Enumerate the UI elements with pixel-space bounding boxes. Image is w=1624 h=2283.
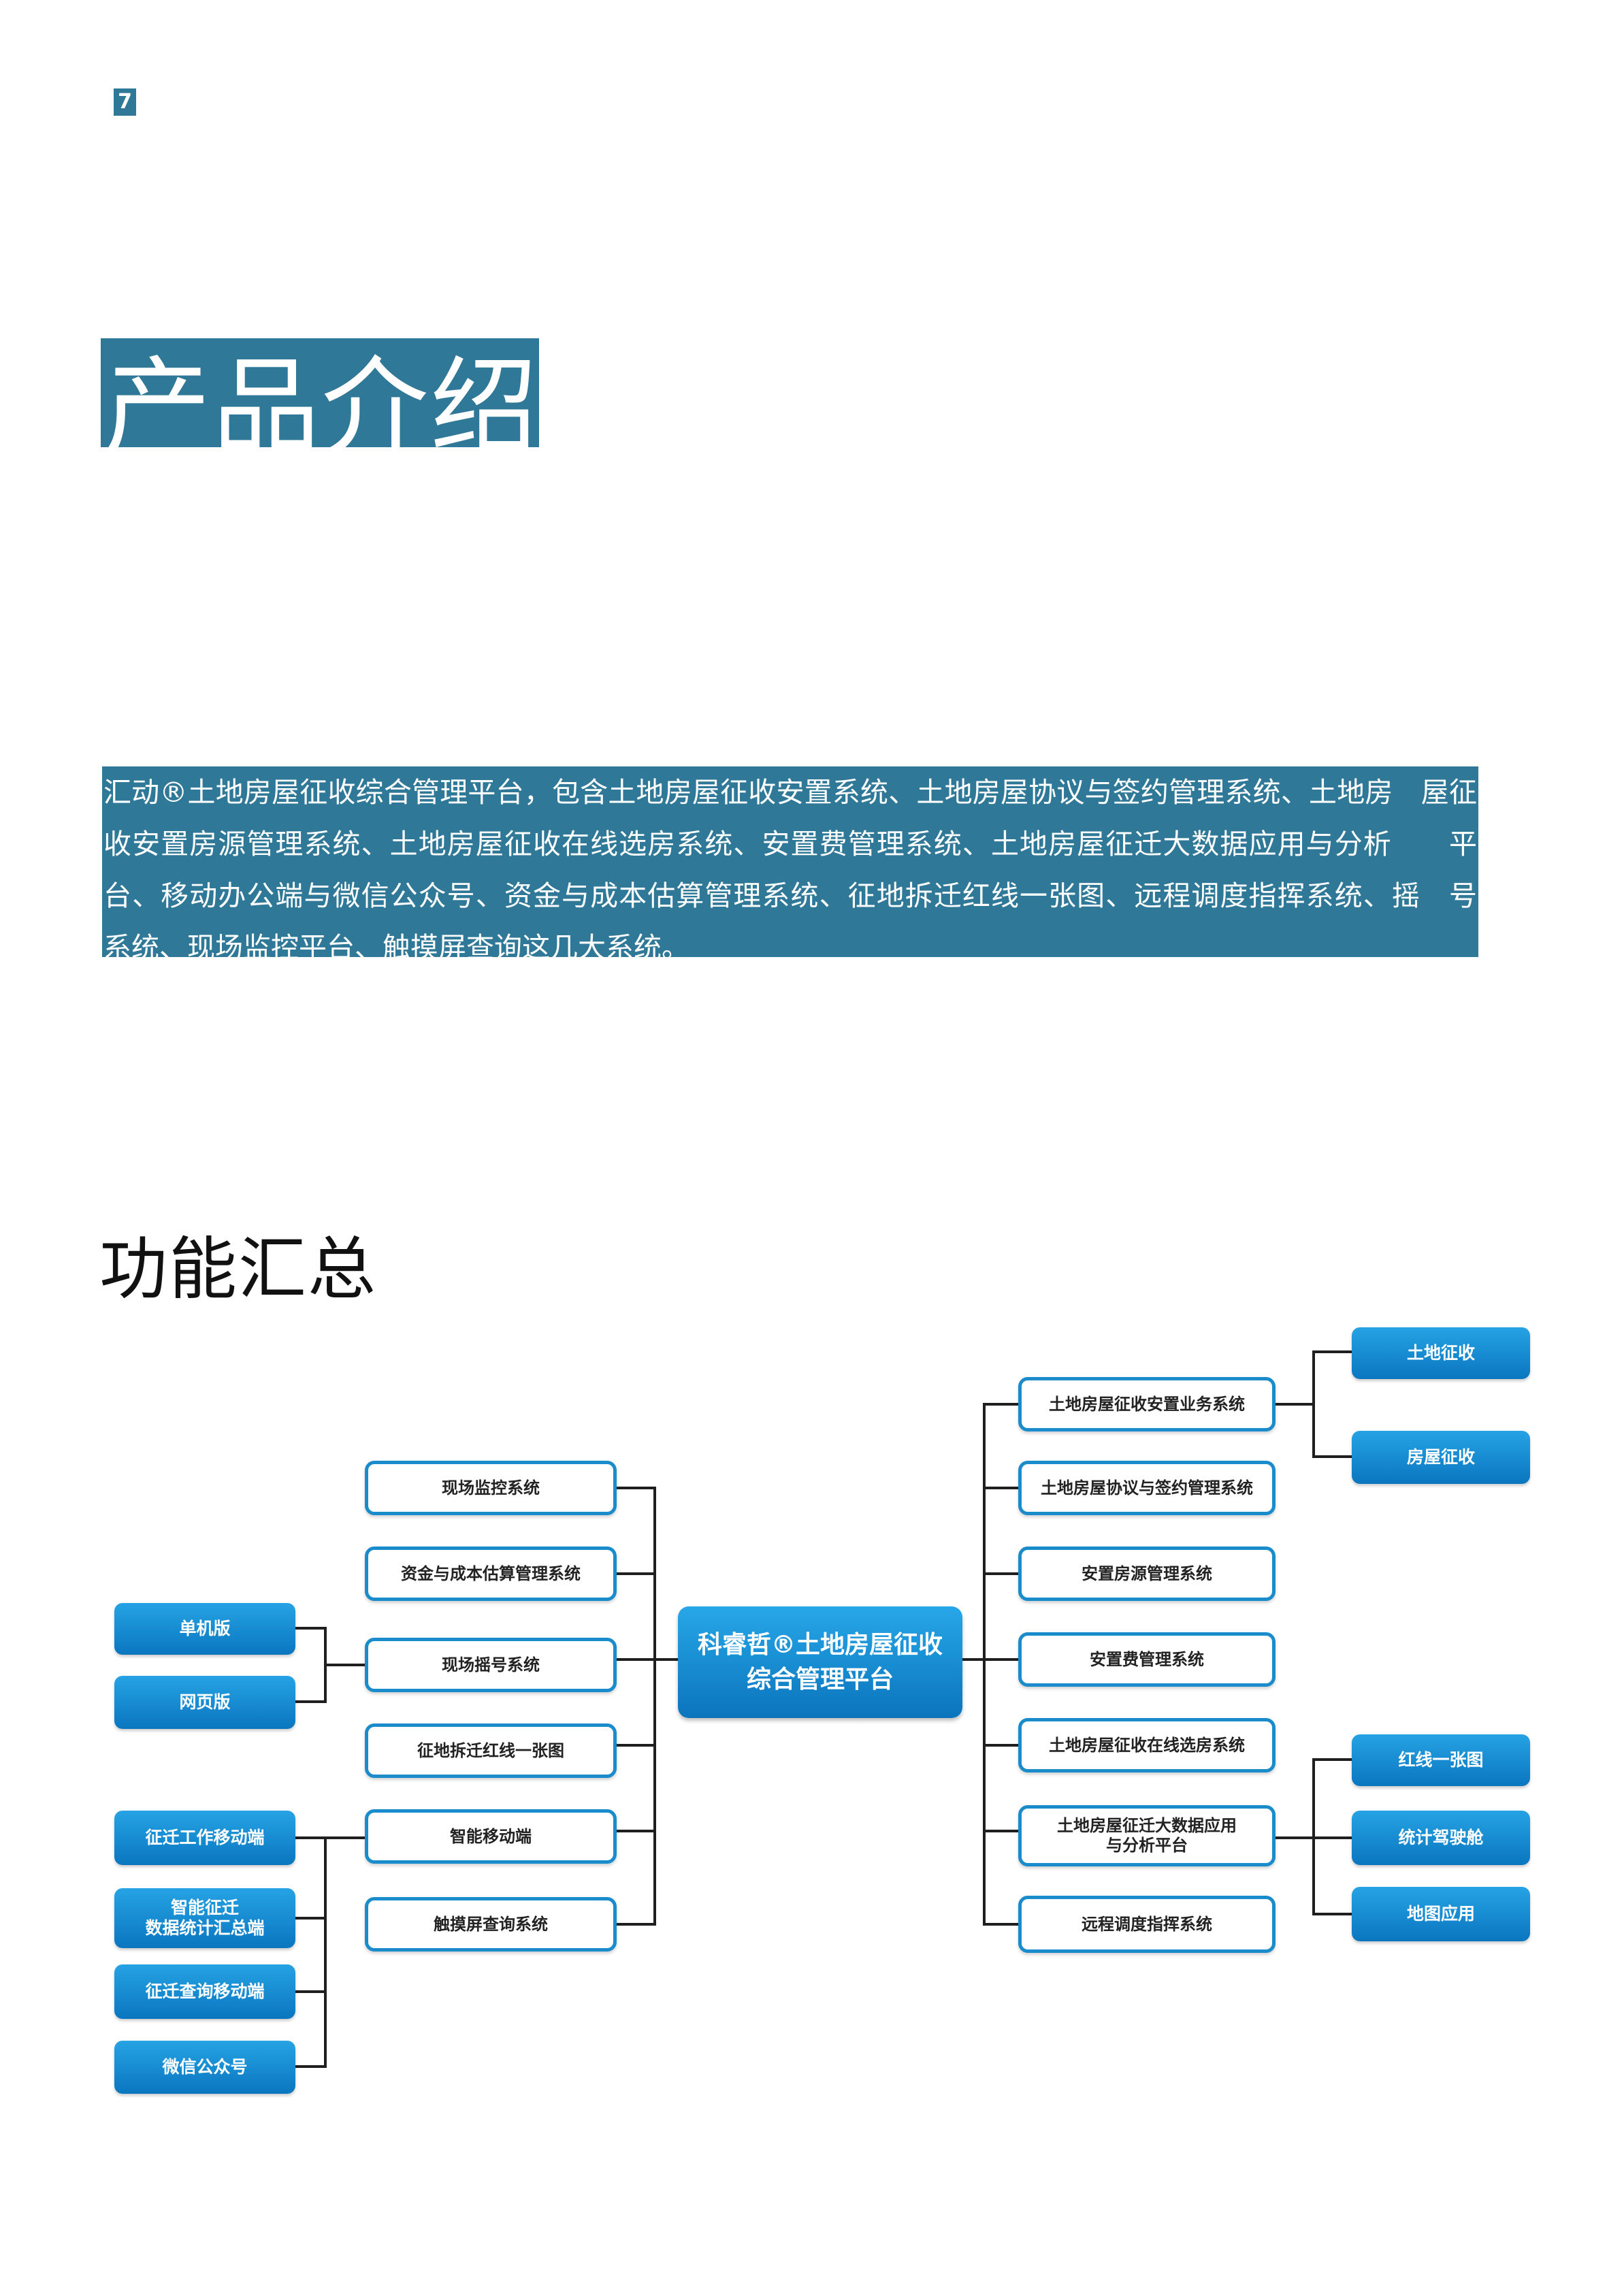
module-node: 统计驾驶舱 (1352, 1811, 1530, 1865)
intro-line: 汇动®土地房屋征收综合管理平台，包含土地房屋征收安置系统、土地房屋协议与签约管理… (103, 776, 1477, 809)
mobile-node: 征迁工作移动端 (114, 1811, 295, 1865)
system-node: 资金与成本估算管理系统 (365, 1547, 617, 1601)
module-node: 土地征收 (1352, 1327, 1530, 1379)
system-node: 现场监控系统 (365, 1461, 617, 1515)
module-node: 红线一张图 (1352, 1734, 1530, 1786)
system-node: 安置房源管理系统 (1018, 1547, 1276, 1601)
module-node: 地图应用 (1352, 1887, 1530, 1941)
intro-line: 系统、现场监控平台、触摸屏查询这几大系统。 (103, 931, 689, 957)
intro-line: 台、移动办公端与微信公众号、资金与成本估算管理系统、征地拆迁红线一张图、远程调度… (103, 879, 1477, 912)
system-node: 安置费管理系统 (1018, 1632, 1276, 1687)
system-node: 现场摇号系统 (365, 1638, 617, 1692)
version-node: 网页版 (114, 1676, 295, 1729)
version-node: 单机版 (114, 1603, 295, 1655)
system-node: 土地房屋征收在线选房系统 (1018, 1718, 1276, 1772)
platform-center-node: 科睿哲®土地房屋征收 综合管理平台 (678, 1606, 962, 1718)
intro-line: 收安置房源管理系统、土地房屋征收在线选房系统、安置费管理系统、土地房屋征迁大数据… (103, 828, 1477, 860)
mobile-node: 征迁查询移动端 (114, 1964, 295, 2019)
intro-paragraph: 汇动®土地房屋征收综合管理平台，包含土地房屋征收安置系统、土地房屋协议与签约管理… (102, 766, 1478, 957)
module-node: 房屋征收 (1352, 1431, 1530, 1484)
mobile-node: 智能征迁 数据统计汇总端 (114, 1888, 295, 1948)
system-node: 土地房屋协议与签约管理系统 (1018, 1461, 1276, 1515)
system-node: 远程调度指挥系统 (1018, 1896, 1276, 1953)
page-number: 7 (114, 88, 136, 116)
system-node: 征地拆迁红线一张图 (365, 1723, 617, 1778)
system-node: 智能移动端 (365, 1809, 617, 1864)
system-node: 土地房屋征收安置业务系统 (1018, 1377, 1276, 1431)
system-node: 触摸屏查询系统 (365, 1897, 617, 1952)
section-title-banner: 产品介绍 (101, 338, 539, 447)
mobile-node: 微信公众号 (114, 2041, 295, 2094)
function-summary-heading: 功能汇总 (99, 1229, 377, 1309)
system-node: 土地房屋征迁大数据应用 与分析平台 (1018, 1805, 1276, 1866)
section-title: 产品介绍 (103, 346, 539, 447)
